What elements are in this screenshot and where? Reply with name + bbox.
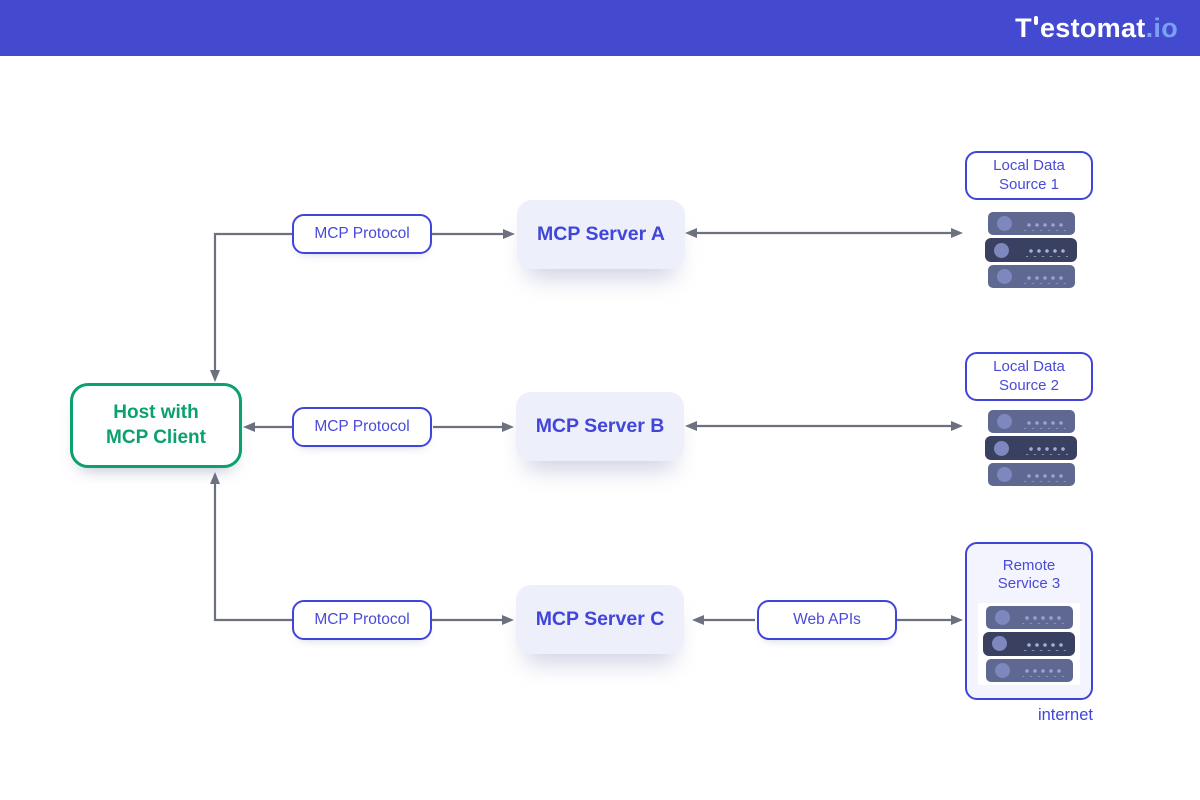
mcp-protocol-text-2: MCP Protocol — [314, 418, 410, 435]
rack-slab — [987, 463, 1075, 486]
mcp-protocol-label-1: MCP Protocol — [292, 214, 432, 254]
rack-vents-icon — [1023, 467, 1066, 482]
local-data-source-1-box: Local Data Source 1 — [965, 151, 1093, 200]
rack-vents-icon — [1023, 216, 1066, 231]
rack-led-icon — [996, 216, 1012, 231]
server-rack-icon-wrap — [978, 602, 1080, 685]
mcp-protocol-label-2: MCP Protocol — [292, 407, 432, 447]
server-rack-icon — [985, 410, 1077, 486]
server-rack-icon — [983, 605, 1075, 682]
ds2-label-line2: Source 2 — [998, 376, 1060, 394]
rack-slab — [987, 212, 1075, 235]
testomat-logo: T estomat .io — [1015, 13, 1178, 44]
remote-label-line2: Service 3 — [997, 575, 1061, 593]
rack-led-icon — [992, 636, 1007, 652]
web-apis-text: Web APIs — [793, 611, 861, 628]
rack-slab — [985, 238, 1077, 262]
mcp-server-a-box: MCP Server A — [517, 200, 685, 269]
mcp-server-b-box: MCP Server B — [516, 392, 684, 461]
rack-led-icon — [996, 414, 1012, 429]
ds2-label-line1: Local Data — [993, 358, 1065, 376]
remote-label-line1: Remote — [1002, 557, 1056, 574]
connector-host-to-protocol1 — [210, 232, 292, 382]
rack-slab — [985, 658, 1073, 682]
host-label-line1: Host with — [113, 401, 199, 423]
rack-vents-icon — [1023, 269, 1066, 284]
rack-led-icon — [994, 609, 1010, 625]
local-data-source-2-box: Local Data Source 2 — [965, 352, 1093, 401]
rack-vents-icon — [1021, 663, 1064, 678]
logo-tick — [1033, 15, 1038, 25]
rack-vents-icon — [1021, 610, 1064, 625]
rack-led-icon — [996, 269, 1012, 284]
rack-vents-icon — [1026, 441, 1068, 455]
mcp-server-b-label: MCP Server B — [535, 415, 665, 437]
rack-led-icon — [994, 662, 1010, 678]
mcp-server-a-label: MCP Server A — [537, 223, 665, 245]
rack-slab — [987, 410, 1075, 433]
remote-service-3-box: Remote Service 3 — [965, 542, 1093, 700]
logo-suffix: .io — [1145, 12, 1178, 43]
ds1-label-line2: Source 1 — [998, 175, 1060, 193]
logo-text-t: T — [1015, 12, 1032, 43]
mcp-server-c-box: MCP Server C — [516, 585, 684, 654]
rack-slab — [985, 605, 1073, 629]
logo-text-rest: estomat — [1039, 12, 1146, 43]
rack-slab — [987, 265, 1075, 288]
header-bar: T estomat .io — [0, 0, 1200, 56]
rack-slab — [983, 631, 1075, 656]
rack-vents-icon — [1024, 636, 1066, 651]
mcp-protocol-text-1: MCP Protocol — [314, 225, 410, 242]
mcp-protocol-text-3: MCP Protocol — [314, 611, 410, 628]
connector-host-to-protocol3 — [210, 472, 292, 622]
rack-vents-icon — [1026, 243, 1068, 257]
rack-led-icon — [994, 440, 1009, 456]
web-apis-label: Web APIs — [757, 600, 897, 640]
server-rack-icon — [985, 212, 1077, 288]
rack-vents-icon — [1023, 414, 1066, 429]
rack-led-icon — [994, 242, 1009, 258]
host-label-line2: MCP Client — [106, 426, 206, 448]
mcp-server-c-label: MCP Server C — [535, 608, 665, 630]
mcp-protocol-label-3: MCP Protocol — [292, 600, 432, 640]
remote-service-title: Remote Service 3 — [998, 557, 1061, 594]
rack-led-icon — [996, 467, 1012, 482]
internet-label: internet — [1037, 706, 1093, 724]
rack-slab — [985, 436, 1077, 460]
host-with-mcp-client-box: Host with MCP Client — [70, 383, 242, 468]
ds1-label-line1: Local Data — [993, 157, 1065, 175]
